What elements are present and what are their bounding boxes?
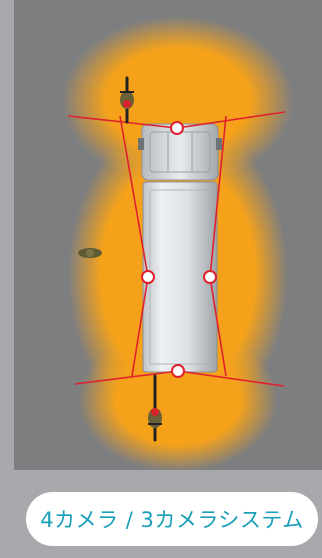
camera-left-marker: [141, 270, 155, 284]
coverage-boundaries: [67, 111, 286, 387]
camera-right-marker: [203, 270, 217, 284]
coverage-zone-rear: [78, 328, 278, 472]
system-caption: 4カメラ / 3カメラシステム: [26, 492, 318, 546]
camera-markers: [141, 121, 217, 378]
coverage-zone-front: [62, 16, 294, 184]
cyclist-icon: [148, 374, 162, 442]
cyclist-icon: [120, 76, 134, 124]
camera-rear-marker: [171, 364, 185, 378]
pedestrian-icon: [78, 248, 102, 258]
truck: [138, 123, 222, 373]
camera-front-marker: [170, 121, 184, 135]
caption-text: 4カメラ / 3カメラシステム: [40, 508, 304, 532]
